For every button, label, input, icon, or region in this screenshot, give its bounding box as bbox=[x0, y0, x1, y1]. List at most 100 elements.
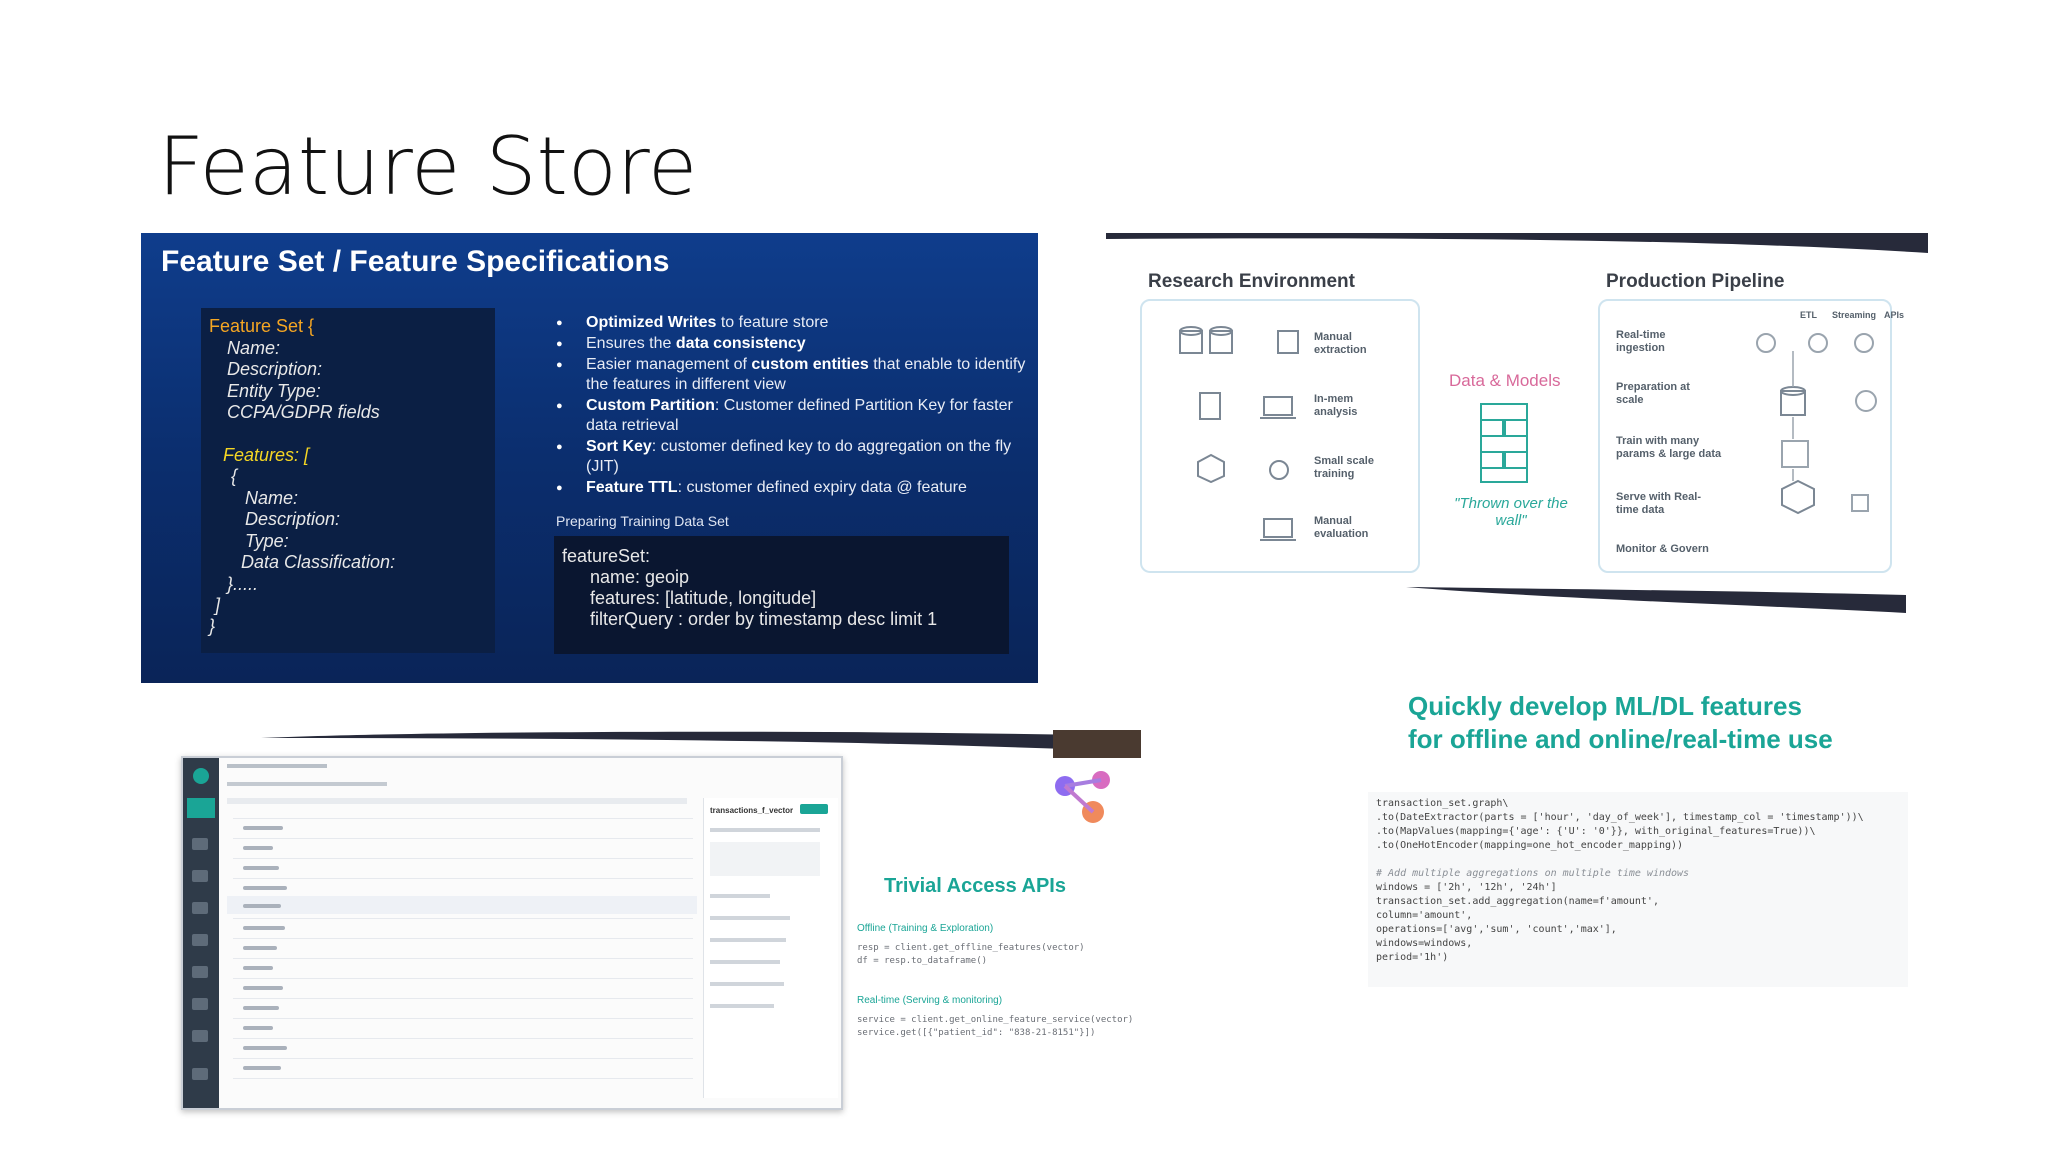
code-line: CCPA/GDPR fields bbox=[227, 402, 380, 422]
code-block: transaction_set.graph\ .to(DateExtractor… bbox=[1368, 792, 1908, 987]
code-line: operations=['avg','sum', 'count','max'], bbox=[1376, 924, 1617, 935]
tab-bar bbox=[227, 782, 387, 786]
research-box: Manual extraction In-mem analysis Small … bbox=[1140, 299, 1420, 573]
production-title: Production Pipeline bbox=[1606, 271, 1785, 292]
table-cell bbox=[243, 826, 283, 830]
thrown-over-wall-label: "Thrown over the wall" bbox=[1454, 495, 1568, 529]
code-line: transaction_set.graph\ bbox=[1376, 798, 1509, 809]
table-cell bbox=[243, 846, 273, 850]
feature-spec-image: Feature Set / Feature Specifications Fea… bbox=[141, 233, 1038, 683]
page-title: Feature Store bbox=[158, 120, 698, 213]
step-label: Monitor & Govern bbox=[1616, 543, 1709, 555]
feature-set-code-box: Feature Set { Name: Description: Entity … bbox=[201, 308, 495, 653]
code-line: featureSet: bbox=[562, 546, 651, 566]
nav-icon bbox=[192, 1030, 208, 1042]
bullet-item: Sort Key: customer defined key to do agg… bbox=[556, 437, 1036, 477]
app-screenshot: transactions_f_vector bbox=[181, 756, 843, 1110]
research-title: Research Environment bbox=[1148, 271, 1355, 292]
code-line: .to(OneHotEncoder(mapping=one_hot_encode… bbox=[1376, 840, 1684, 851]
nav-icon bbox=[192, 998, 208, 1010]
nav-icon bbox=[192, 870, 208, 882]
detail-line bbox=[710, 1004, 774, 1008]
active-nav-icon bbox=[187, 798, 215, 818]
code-line: df = resp.to_dataframe() bbox=[857, 956, 988, 966]
table-row bbox=[233, 1078, 693, 1079]
table-row bbox=[233, 858, 693, 859]
offline-label: Offline (Training & Exploration) bbox=[857, 923, 994, 934]
table-row bbox=[233, 938, 693, 939]
code-line: resp = client.get_offline_features(vecto… bbox=[857, 943, 1085, 953]
step-label: Real-time ingestion bbox=[1616, 329, 1666, 354]
step-label: In-mem analysis bbox=[1314, 393, 1358, 418]
production-box: ETL Streaming APIs Real-time ingestion P… bbox=[1598, 299, 1904, 573]
column-label: ETL bbox=[1800, 310, 1817, 320]
code-line: .to(MapValues(mapping={'age': {'U': '0'}… bbox=[1376, 826, 1816, 837]
code-line: } bbox=[209, 616, 216, 636]
detail-panel: transactions_f_vector bbox=[703, 798, 838, 1098]
code-line: features: [latitude, longitude] bbox=[590, 588, 817, 608]
apis-title: Trivial Access APIs bbox=[884, 875, 1066, 897]
column-label: APIs bbox=[1884, 310, 1905, 320]
realtime-label: Real-time (Serving & monitoring) bbox=[857, 995, 1003, 1006]
pipeline-image: Research Environment Production Pipeline… bbox=[1106, 233, 1928, 613]
dark-wave-top bbox=[1106, 233, 1928, 253]
column-label: Streaming bbox=[1832, 310, 1877, 320]
code-line: period='1h') bbox=[1376, 952, 1449, 963]
code-line: Type: bbox=[245, 531, 289, 551]
description-box bbox=[710, 842, 820, 876]
bullet-item: Ensures the data consistency bbox=[556, 334, 1036, 354]
table-row bbox=[233, 958, 693, 959]
table-cell bbox=[243, 886, 287, 890]
filter-bar bbox=[227, 798, 687, 804]
table-cell bbox=[243, 1026, 273, 1030]
table-row bbox=[233, 878, 693, 879]
presenter-video-thumbnail bbox=[1053, 730, 1141, 758]
laptop-icon bbox=[1260, 518, 1296, 541]
database-icon bbox=[1179, 326, 1233, 354]
detail-line bbox=[710, 894, 770, 898]
step-label: Manual extraction bbox=[1314, 331, 1367, 356]
nav-icon bbox=[192, 934, 208, 946]
code-line: transaction_set.add_aggregation(name=f'a… bbox=[1376, 896, 1659, 907]
prep-label: Preparing Training Data Set bbox=[556, 513, 729, 529]
code-line: column='amount', bbox=[1376, 910, 1473, 921]
table-cell bbox=[243, 1066, 281, 1070]
code-line: Feature Set { bbox=[209, 316, 315, 336]
step-label: Preparation at scale bbox=[1616, 381, 1690, 406]
bullet-item: Easier management of custom entities tha… bbox=[556, 355, 1036, 395]
document-icon bbox=[1277, 330, 1299, 354]
code-line: Description: bbox=[245, 509, 341, 529]
table-row-selected bbox=[227, 896, 697, 914]
code-line: { bbox=[231, 466, 238, 486]
detail-line bbox=[710, 916, 790, 920]
nav-icon bbox=[192, 902, 208, 914]
code-line: Name: bbox=[245, 488, 299, 508]
save-button[interactable] bbox=[800, 804, 828, 814]
table-cell bbox=[243, 966, 273, 970]
cube-icon bbox=[1197, 453, 1225, 483]
code-line: }..... bbox=[227, 574, 259, 594]
detail-line bbox=[710, 828, 820, 832]
quick-develop-image: Quickly develop ML/DL features for offli… bbox=[1368, 680, 1908, 1132]
step-label: Train with many params & large data bbox=[1616, 435, 1722, 460]
detail-panel-title: transactions_f_vector bbox=[710, 806, 794, 815]
laptop-icon bbox=[1260, 396, 1296, 419]
logo-icon bbox=[193, 768, 209, 784]
step-label: Serve with Real-time data bbox=[1616, 491, 1701, 516]
bullet-item: Feature TTL: customer defined expiry dat… bbox=[556, 478, 1036, 498]
table-row bbox=[233, 1058, 693, 1059]
table-cell bbox=[243, 946, 277, 950]
table-cell bbox=[243, 926, 285, 930]
brain-icon bbox=[1269, 460, 1289, 480]
table-row bbox=[233, 978, 693, 979]
detail-line bbox=[710, 960, 780, 964]
nav-icon bbox=[192, 966, 208, 978]
step-label: Manual evaluation bbox=[1314, 515, 1369, 540]
code-line: windows = ['2h', '12h', '24h'] bbox=[1376, 882, 1557, 893]
code-line: windows=windows, bbox=[1376, 938, 1473, 949]
table-row bbox=[233, 1038, 693, 1039]
dark-wave-top bbox=[261, 731, 1141, 752]
breadcrumb bbox=[227, 764, 327, 768]
network-logo-icon bbox=[1055, 771, 1110, 823]
code-line: Data Classification: bbox=[241, 552, 396, 572]
